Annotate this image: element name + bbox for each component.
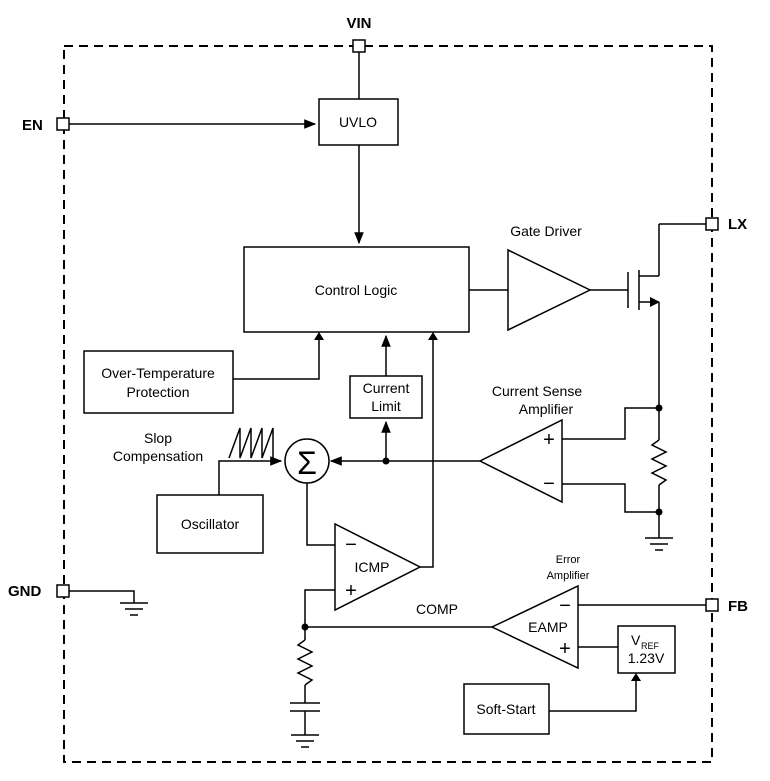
mosfet-switch xyxy=(627,223,706,310)
current-sense-label-line1: Current Sense xyxy=(492,383,582,399)
pin-lx: LX xyxy=(705,216,747,233)
control-logic-label: Control Logic xyxy=(315,282,398,298)
icmp-plus-sign: + xyxy=(345,580,357,602)
vref-value: 1.23V xyxy=(628,650,665,666)
pin-lx-label: LX xyxy=(728,216,747,233)
soft-start-block: Soft-Start xyxy=(463,683,550,735)
over-temp-label-line2: Protection xyxy=(126,384,189,400)
comp-resistor xyxy=(296,639,314,686)
sense-resistor xyxy=(650,439,668,486)
pin-vin: VIN xyxy=(346,15,372,53)
wire-icmp-plus xyxy=(304,589,335,627)
current-sense-label-line2: Amplifier xyxy=(519,401,574,417)
vref-subscript: REF xyxy=(641,641,660,651)
comp-capacitor xyxy=(290,702,320,712)
slope-label-line1: Slop xyxy=(144,430,172,446)
oscillator-block: Oscillator xyxy=(156,494,264,554)
gate-driver-label: Gate Driver xyxy=(510,223,582,239)
over-temperature-block: Over-Temperature Protection xyxy=(83,350,234,414)
wire-icmp-control xyxy=(420,336,434,568)
eamp-plus-sign: + xyxy=(559,638,571,660)
wire-sense-plus xyxy=(562,407,659,440)
csa-minus-sign: − xyxy=(543,473,555,495)
icmp-minus-sign: − xyxy=(345,534,357,556)
ground-symbol-sense xyxy=(645,537,673,551)
gate-driver-triangle xyxy=(507,248,592,332)
arrow-icmp-control xyxy=(428,332,438,340)
pin-fb: FB xyxy=(705,598,748,615)
vref-letter: V xyxy=(631,632,641,648)
pin-vin-label: VIN xyxy=(346,15,371,32)
sigma-symbol: Σ xyxy=(297,445,317,481)
pin-en: EN xyxy=(22,117,70,134)
wire-gnd-pin xyxy=(69,590,135,603)
arrow-softstart-vref xyxy=(631,673,641,681)
control-logic-block: Control Logic xyxy=(243,246,470,333)
icmp-comparator xyxy=(334,522,422,612)
icmp-label: ICMP xyxy=(355,559,390,575)
uvlo-label: UVLO xyxy=(339,114,377,130)
error-amp-label-line2: Amplifier xyxy=(547,570,590,582)
vref-block: V REF 1.23V xyxy=(617,625,676,674)
over-temp-label-line1: Over-Temperature xyxy=(101,365,215,381)
error-amplifier xyxy=(490,584,579,670)
wire-sum-icmp xyxy=(306,483,335,546)
wire-sense-minus xyxy=(562,483,659,513)
eamp-label: EAMP xyxy=(528,619,568,635)
pin-fb-label: FB xyxy=(728,598,748,615)
slope-label-line2: Compensation xyxy=(113,448,203,464)
ground-symbol-gnd xyxy=(120,602,148,616)
wire-osc-sum xyxy=(218,456,283,495)
pin-en-label: EN xyxy=(22,117,43,134)
arrow-otp-control xyxy=(314,332,324,340)
soft-start-label: Soft-Start xyxy=(476,701,535,717)
csa-plus-sign: + xyxy=(543,429,555,451)
comp-label: COMP xyxy=(416,601,458,617)
wire-otp-control xyxy=(233,336,320,380)
sawtooth-waveform xyxy=(228,427,274,459)
pin-gnd: GND xyxy=(8,583,70,600)
summing-node: Σ xyxy=(284,438,330,484)
pin-gnd-label: GND xyxy=(8,583,42,600)
current-sense-amplifier xyxy=(478,418,563,504)
oscillator-label: Oscillator xyxy=(181,516,240,532)
ground-symbol-comp xyxy=(291,734,319,748)
uvlo-block: UVLO xyxy=(318,98,399,146)
eamp-minus-sign: − xyxy=(559,595,571,617)
chip-boundary xyxy=(63,45,713,763)
current-limit-label-line2: Limit xyxy=(371,398,401,414)
error-amp-label-line1: Error xyxy=(556,554,581,566)
wire-softstart-vref xyxy=(549,677,637,712)
current-limit-block: Current Limit xyxy=(349,375,423,419)
current-limit-label-line1: Current xyxy=(363,380,410,396)
